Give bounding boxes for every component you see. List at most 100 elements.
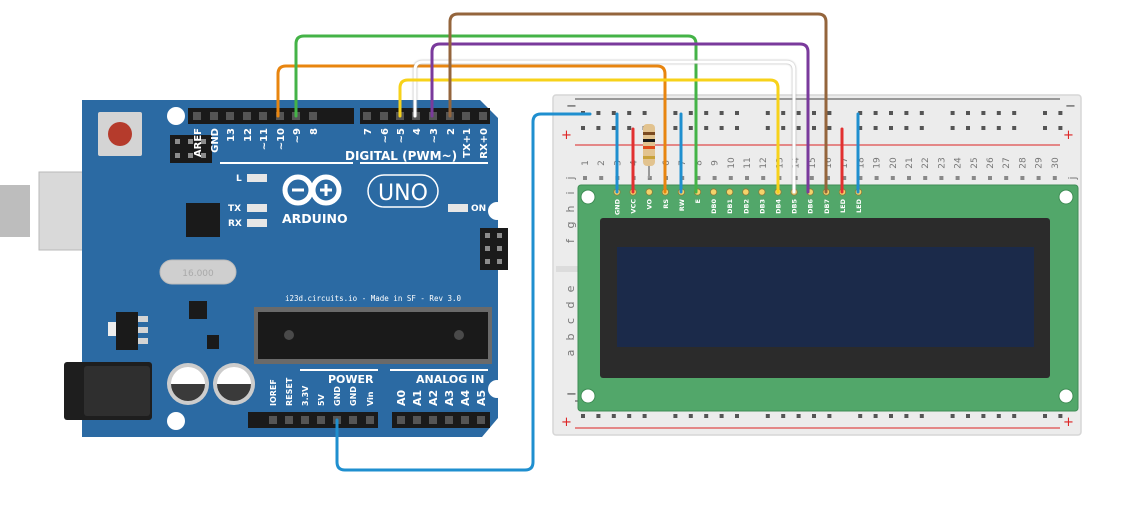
breadboard-hole[interactable] bbox=[793, 176, 798, 180]
breadboard-hole[interactable] bbox=[923, 176, 928, 180]
rail-hole[interactable] bbox=[596, 111, 601, 115]
analog-pin-socket[interactable] bbox=[413, 416, 421, 424]
rail-hole[interactable] bbox=[796, 126, 801, 130]
rail-hole[interactable] bbox=[796, 111, 801, 115]
breadboard-hole[interactable] bbox=[955, 176, 960, 180]
wire-brown[interactable] bbox=[448, 12, 828, 194]
rail-hole[interactable] bbox=[950, 111, 955, 115]
analog-pin-socket[interactable] bbox=[445, 416, 453, 424]
breadboard-hole[interactable] bbox=[696, 176, 701, 180]
rail-hole[interactable] bbox=[688, 414, 693, 418]
power-pin-socket[interactable] bbox=[285, 416, 293, 424]
breadboard-hole[interactable] bbox=[939, 176, 944, 180]
wires[interactable] bbox=[276, 12, 828, 472]
rail-hole[interactable] bbox=[1058, 111, 1063, 115]
analog-pin-socket[interactable] bbox=[477, 416, 485, 424]
rail-hole[interactable] bbox=[611, 414, 616, 418]
lcd-pin[interactable] bbox=[709, 188, 718, 196]
rail-hole[interactable] bbox=[981, 111, 986, 115]
power-pin-socket[interactable] bbox=[366, 416, 374, 424]
rail-hole[interactable] bbox=[996, 126, 1001, 130]
breadboard-hole[interactable] bbox=[583, 176, 587, 180]
rail-hole[interactable] bbox=[735, 126, 739, 130]
lcd-pin[interactable] bbox=[742, 188, 750, 196]
rail-hole[interactable] bbox=[781, 126, 786, 130]
rail-hole[interactable] bbox=[627, 111, 632, 115]
power-pin-socket[interactable] bbox=[301, 416, 309, 424]
breadboard-hole[interactable] bbox=[761, 176, 766, 180]
resistor[interactable] bbox=[643, 124, 655, 178]
rail-hole[interactable] bbox=[1043, 111, 1047, 115]
wire-purple[interactable] bbox=[430, 42, 810, 194]
digital-pin-socket[interactable] bbox=[226, 112, 234, 120]
rail-hole[interactable] bbox=[812, 126, 816, 130]
wire-yellow[interactable] bbox=[398, 78, 780, 194]
rail-hole[interactable] bbox=[1043, 126, 1047, 130]
rail-hole[interactable] bbox=[1058, 126, 1063, 130]
wire-green[interactable] bbox=[294, 34, 698, 194]
breadboard-hole[interactable] bbox=[858, 176, 863, 180]
rail-hole[interactable] bbox=[904, 111, 909, 115]
rail-hole[interactable] bbox=[735, 414, 739, 418]
breadboard-hole[interactable] bbox=[971, 176, 976, 180]
breadboard-hole[interactable] bbox=[826, 176, 830, 180]
breadboard-hole[interactable] bbox=[890, 176, 895, 180]
wire-white[interactable] bbox=[413, 60, 796, 194]
rail-hole[interactable] bbox=[827, 414, 832, 418]
rail-hole[interactable] bbox=[858, 111, 863, 115]
breadboard-hole[interactable] bbox=[1036, 176, 1041, 180]
digital-pin-socket[interactable] bbox=[309, 112, 317, 120]
digital-pin-socket[interactable] bbox=[210, 112, 218, 120]
lcd-pin[interactable] bbox=[645, 188, 653, 196]
analog-pin-socket[interactable] bbox=[397, 416, 405, 424]
rail-hole[interactable] bbox=[627, 414, 632, 418]
reset-button[interactable] bbox=[108, 122, 132, 146]
breadboard-hole[interactable] bbox=[728, 176, 733, 180]
rail-hole[interactable] bbox=[919, 111, 924, 115]
rail-hole[interactable] bbox=[673, 111, 678, 115]
rail-hole[interactable] bbox=[812, 414, 816, 418]
rail-hole[interactable] bbox=[919, 414, 924, 418]
rail-hole[interactable] bbox=[627, 126, 632, 130]
digital-pin-socket[interactable] bbox=[380, 112, 388, 120]
rail-hole[interactable] bbox=[858, 414, 863, 418]
wire-blue-gnd[interactable] bbox=[335, 112, 592, 472]
rail-hole[interactable] bbox=[765, 126, 770, 130]
rail-hole[interactable] bbox=[950, 126, 955, 130]
rail-hole[interactable] bbox=[889, 111, 893, 115]
rail-hole[interactable] bbox=[858, 126, 863, 130]
breadboard-hole[interactable] bbox=[907, 176, 911, 180]
rail-hole[interactable] bbox=[873, 111, 878, 115]
rail-hole[interactable] bbox=[765, 111, 770, 115]
breadboard-hole[interactable] bbox=[712, 176, 717, 180]
rail-hole[interactable] bbox=[735, 111, 739, 115]
rail-hole[interactable] bbox=[642, 414, 647, 418]
rail-hole[interactable] bbox=[581, 414, 585, 418]
digital-pin-socket[interactable] bbox=[193, 112, 201, 120]
breadboard-hole[interactable] bbox=[988, 176, 992, 180]
rail-hole[interactable] bbox=[611, 111, 616, 115]
rail-hole[interactable] bbox=[889, 126, 893, 130]
wire-orange[interactable] bbox=[276, 64, 667, 194]
rail-hole[interactable] bbox=[966, 414, 970, 418]
power-pin-socket[interactable] bbox=[317, 416, 325, 424]
digital-pin-socket[interactable] bbox=[259, 112, 267, 120]
power-pin-socket[interactable] bbox=[269, 416, 277, 424]
breadboard-jumpers[interactable] bbox=[615, 112, 860, 194]
digital-pin-socket[interactable] bbox=[243, 112, 251, 120]
rail-hole[interactable] bbox=[719, 126, 724, 130]
rail-hole[interactable] bbox=[596, 414, 601, 418]
rail-hole[interactable] bbox=[873, 126, 878, 130]
rail-hole[interactable] bbox=[765, 414, 770, 418]
rail-hole[interactable] bbox=[704, 414, 709, 418]
rail-hole[interactable] bbox=[781, 111, 786, 115]
breadboard-hole[interactable] bbox=[874, 176, 879, 180]
breadboard-hole[interactable] bbox=[1020, 176, 1025, 180]
breadboard-hole[interactable] bbox=[599, 176, 604, 180]
rail-hole[interactable] bbox=[642, 111, 647, 115]
lcd-pin[interactable] bbox=[726, 188, 734, 196]
rail-hole[interactable] bbox=[981, 126, 986, 130]
digital-pin-socket[interactable] bbox=[363, 112, 371, 120]
rail-hole[interactable] bbox=[904, 126, 909, 130]
